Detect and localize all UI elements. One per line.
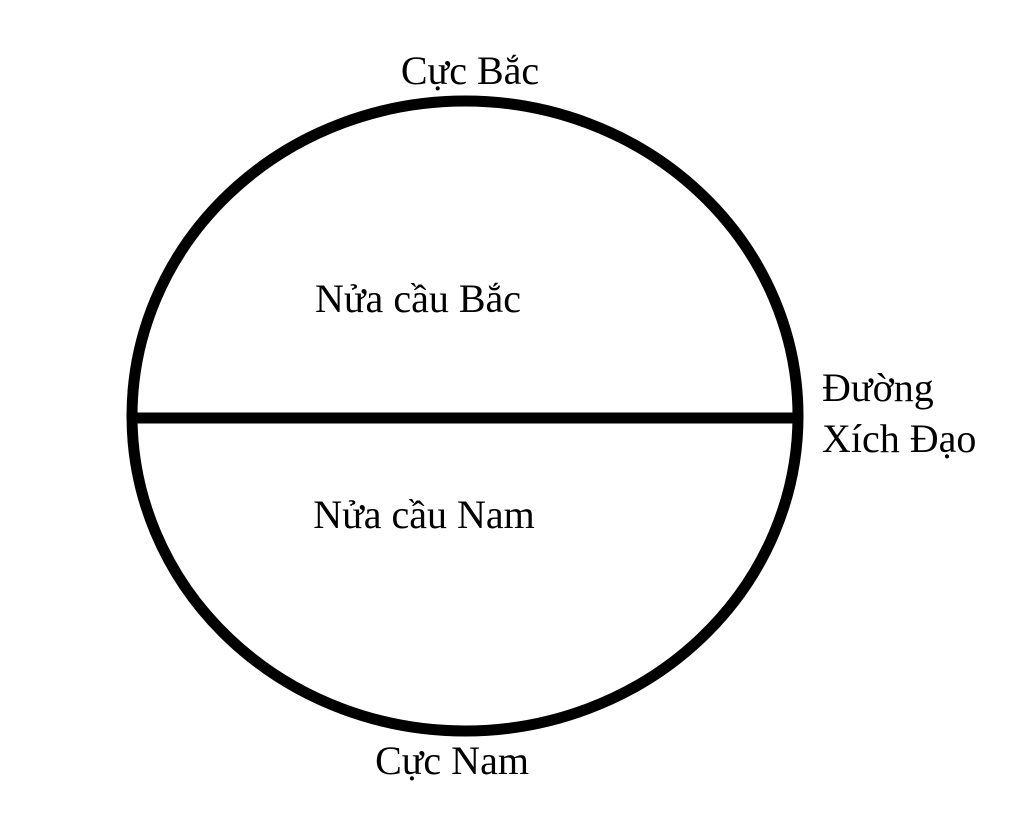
- northern-hemisphere-label: Nửa cầu Bắc: [314, 276, 522, 321]
- south-pole-label: Cực Nam: [375, 738, 529, 783]
- southern-hemisphere-label: Nửa cầu Nam: [313, 492, 535, 537]
- north-pole-label: Cực Bắc: [400, 48, 540, 93]
- equator-label: Đường Xích Đạo: [822, 362, 976, 464]
- equator-label-line2: Xích Đạo: [822, 416, 977, 462]
- equator-label-line1: Đường: [822, 365, 934, 410]
